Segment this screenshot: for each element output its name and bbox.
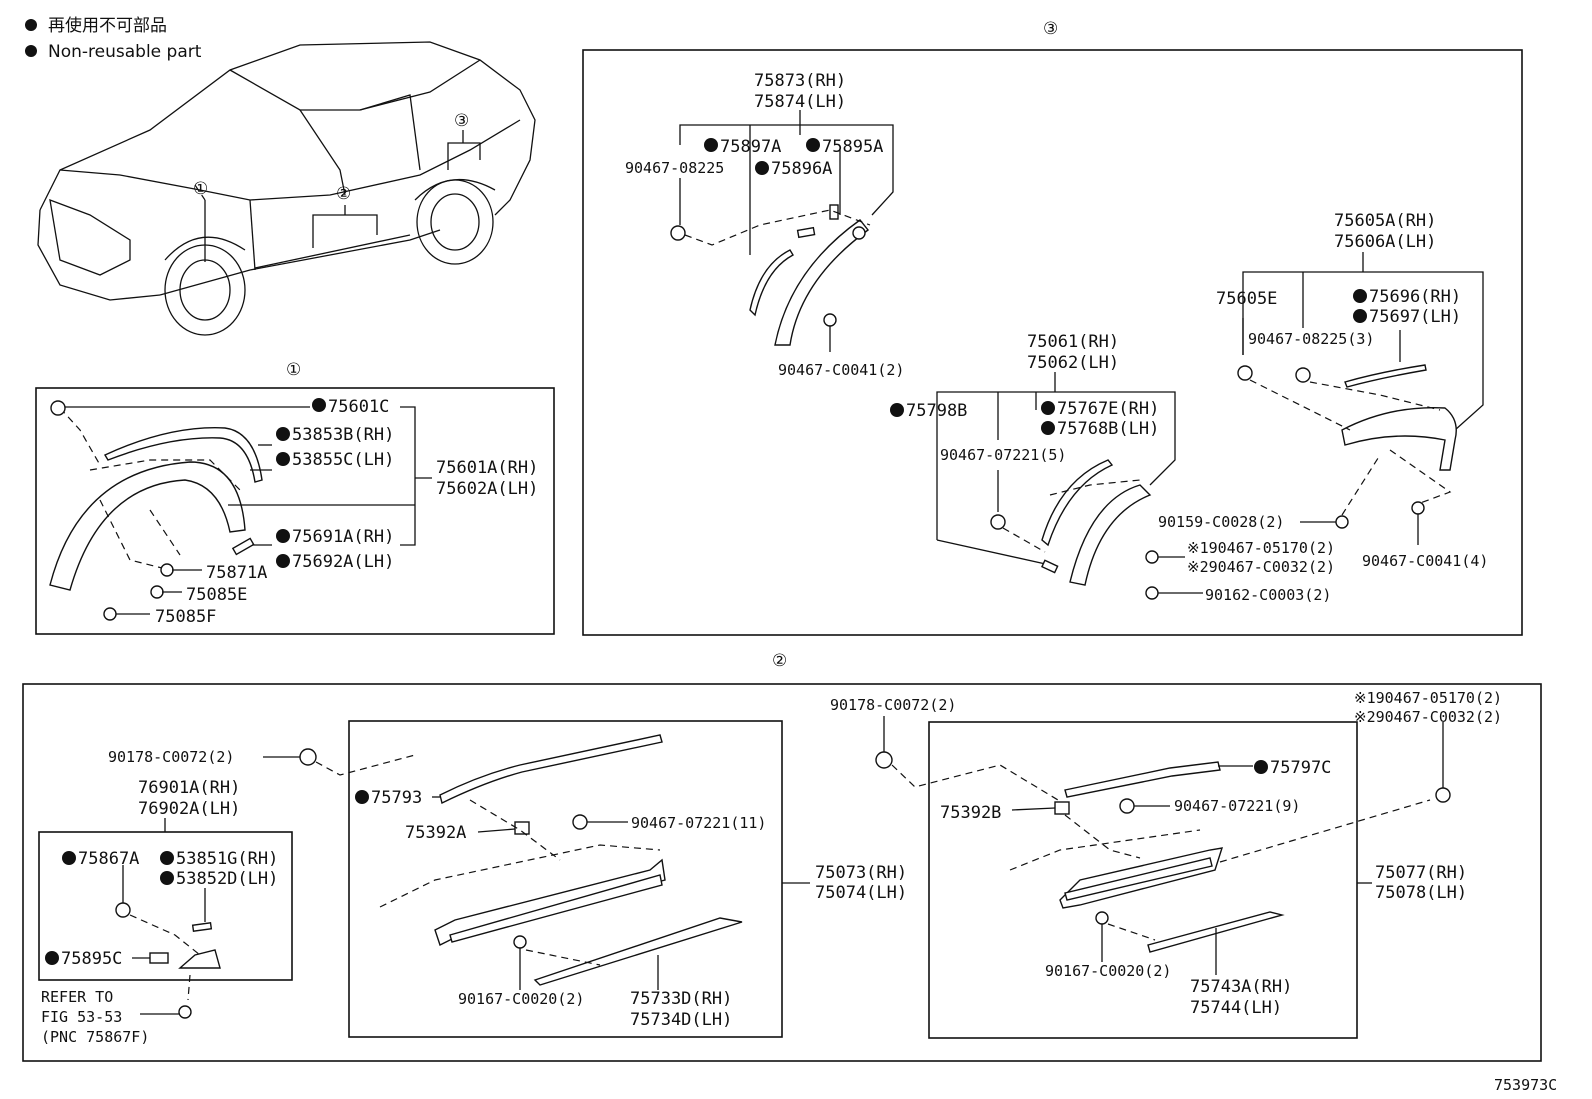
label-75897A: 75897A	[720, 137, 781, 157]
label-90162-C0003: 90162-C0003(2)	[1205, 586, 1331, 604]
label-53855C: 53855C(LH)	[292, 450, 394, 470]
section-3-title: ③	[1043, 19, 1058, 39]
label-90467-07221-b: 90467-07221(11)	[631, 814, 766, 832]
label-75392B: 75392B	[940, 803, 1001, 823]
label-75696: 75696(RH)	[1369, 287, 1461, 307]
section-3-parts-c	[1237, 252, 1484, 545]
legend-en: Non-reusable part	[48, 42, 202, 62]
label-75074: 75074(LH)	[815, 883, 907, 903]
label-90178-C0072-b: 90178-C0072(2)	[830, 696, 956, 714]
vehicle-illustration	[37, 41, 536, 336]
label-75871A: 75871A	[206, 563, 267, 583]
section-2-parts-right	[875, 716, 1451, 1039]
section-2-parts-middle	[348, 720, 810, 1038]
label-75874: 75874(LH)	[754, 92, 846, 112]
label-53851G: 53851G(RH)	[176, 849, 278, 869]
legend: 再使用不可部品 Non-reusable part	[25, 15, 202, 62]
section-2-parts-left	[38, 748, 416, 1019]
label-75733D: 75733D(RH)	[630, 989, 732, 1009]
label-75798B: 75798B	[906, 401, 967, 421]
vehicle-callout-3: ③	[454, 111, 469, 131]
label-75605A: 75605A(RH)	[1334, 211, 1436, 231]
legend-jp: 再使用不可部品	[48, 15, 167, 36]
section-1-parts	[49, 400, 432, 621]
label-90467-C0041-a: 90467-C0041(2)	[778, 361, 904, 379]
label-90467-07221-a: 90467-07221(5)	[940, 446, 1066, 464]
label-75867A: 75867A	[78, 849, 139, 869]
label-x1-90467-05170-b: ※190467-05170(2)	[1354, 689, 1502, 707]
label-75392A: 75392A	[405, 823, 466, 843]
label-76901A: 76901A(RH)	[138, 778, 240, 798]
label-75691A: 75691A(RH)	[292, 527, 394, 547]
section-3-parts-a	[670, 110, 894, 352]
vehicle-callout-2: ②	[336, 184, 351, 204]
non-reusable-dot-icon	[25, 19, 37, 31]
label-90467-08225-a: 90467-08225	[625, 159, 724, 177]
section-3-parts-b	[936, 372, 1203, 600]
label-90167-C0020-a: 90167-C0020(2)	[458, 990, 584, 1008]
label-75768B: 75768B(LH)	[1057, 419, 1159, 439]
label-75062: 75062(LH)	[1027, 353, 1119, 373]
label-75601C: 75601C	[328, 397, 389, 417]
section-3-box	[582, 49, 1523, 636]
label-75606A: 75606A(LH)	[1334, 232, 1436, 252]
label-75061: 75061(RH)	[1027, 332, 1119, 352]
label-90159-C0028: 90159-C0028(2)	[1158, 513, 1284, 531]
section-1-title: ①	[286, 360, 301, 380]
label-53852D: 53852D(LH)	[176, 869, 278, 889]
label-76902A: 76902A(LH)	[138, 799, 240, 819]
label-75601A: 75601A(RH)	[436, 458, 538, 478]
non-reusable-dot-icon	[25, 45, 37, 57]
label-75692A: 75692A(LH)	[292, 552, 394, 572]
label-75085F: 75085F	[155, 607, 216, 627]
label-75895A: 75895A	[822, 137, 883, 157]
label-90467-07221-c: 90467-07221(9)	[1174, 797, 1300, 815]
label-75895C: 75895C	[61, 949, 122, 969]
label-75605E: 75605E	[1216, 289, 1277, 309]
label-75797C: 75797C	[1270, 758, 1331, 778]
label-90167-C0020-b: 90167-C0020(2)	[1045, 962, 1171, 980]
section-2-title: ②	[772, 651, 787, 671]
label-75697: 75697(LH)	[1369, 307, 1461, 327]
section-1-box	[35, 387, 555, 635]
label-75602A: 75602A(LH)	[436, 479, 538, 499]
label-x1-90467-05170-a: ※190467-05170(2)	[1187, 539, 1335, 557]
label-90467-C0041-b: 90467-C0041(4)	[1362, 552, 1488, 570]
label-90467-08225-b: 90467-08225(3)	[1248, 330, 1374, 348]
refer-line-1: REFER TO	[41, 988, 113, 1006]
label-53853B: 53853B(RH)	[292, 425, 394, 445]
label-x2-90467-C0032-a: ※290467-C0032(2)	[1187, 558, 1335, 576]
label-75077: 75077(RH)	[1375, 863, 1467, 883]
label-75085E: 75085E	[186, 585, 247, 605]
label-75073: 75073(RH)	[815, 863, 907, 883]
label-75078: 75078(LH)	[1375, 883, 1467, 903]
label-x2-90467-C0032-b: ※290467-C0032(2)	[1354, 708, 1502, 726]
label-75896A: 75896A	[771, 159, 832, 179]
section-2-box	[22, 683, 1542, 1062]
vehicle-callout-1: ①	[193, 179, 208, 199]
refer-line-3: (PNC 75867F)	[41, 1028, 149, 1046]
label-75744: 75744(LH)	[1190, 998, 1282, 1018]
refer-line-2: FIG 53-53	[41, 1008, 122, 1026]
label-75767E: 75767E(RH)	[1057, 399, 1159, 419]
label-90178-C0072-a: 90178-C0072(2)	[108, 748, 234, 766]
label-75873: 75873(RH)	[754, 71, 846, 91]
label-75793: 75793	[371, 788, 422, 808]
label-75743A: 75743A(RH)	[1190, 977, 1292, 997]
figure-id: 753973C	[1494, 1076, 1557, 1094]
label-75734D: 75734D(LH)	[630, 1010, 732, 1030]
